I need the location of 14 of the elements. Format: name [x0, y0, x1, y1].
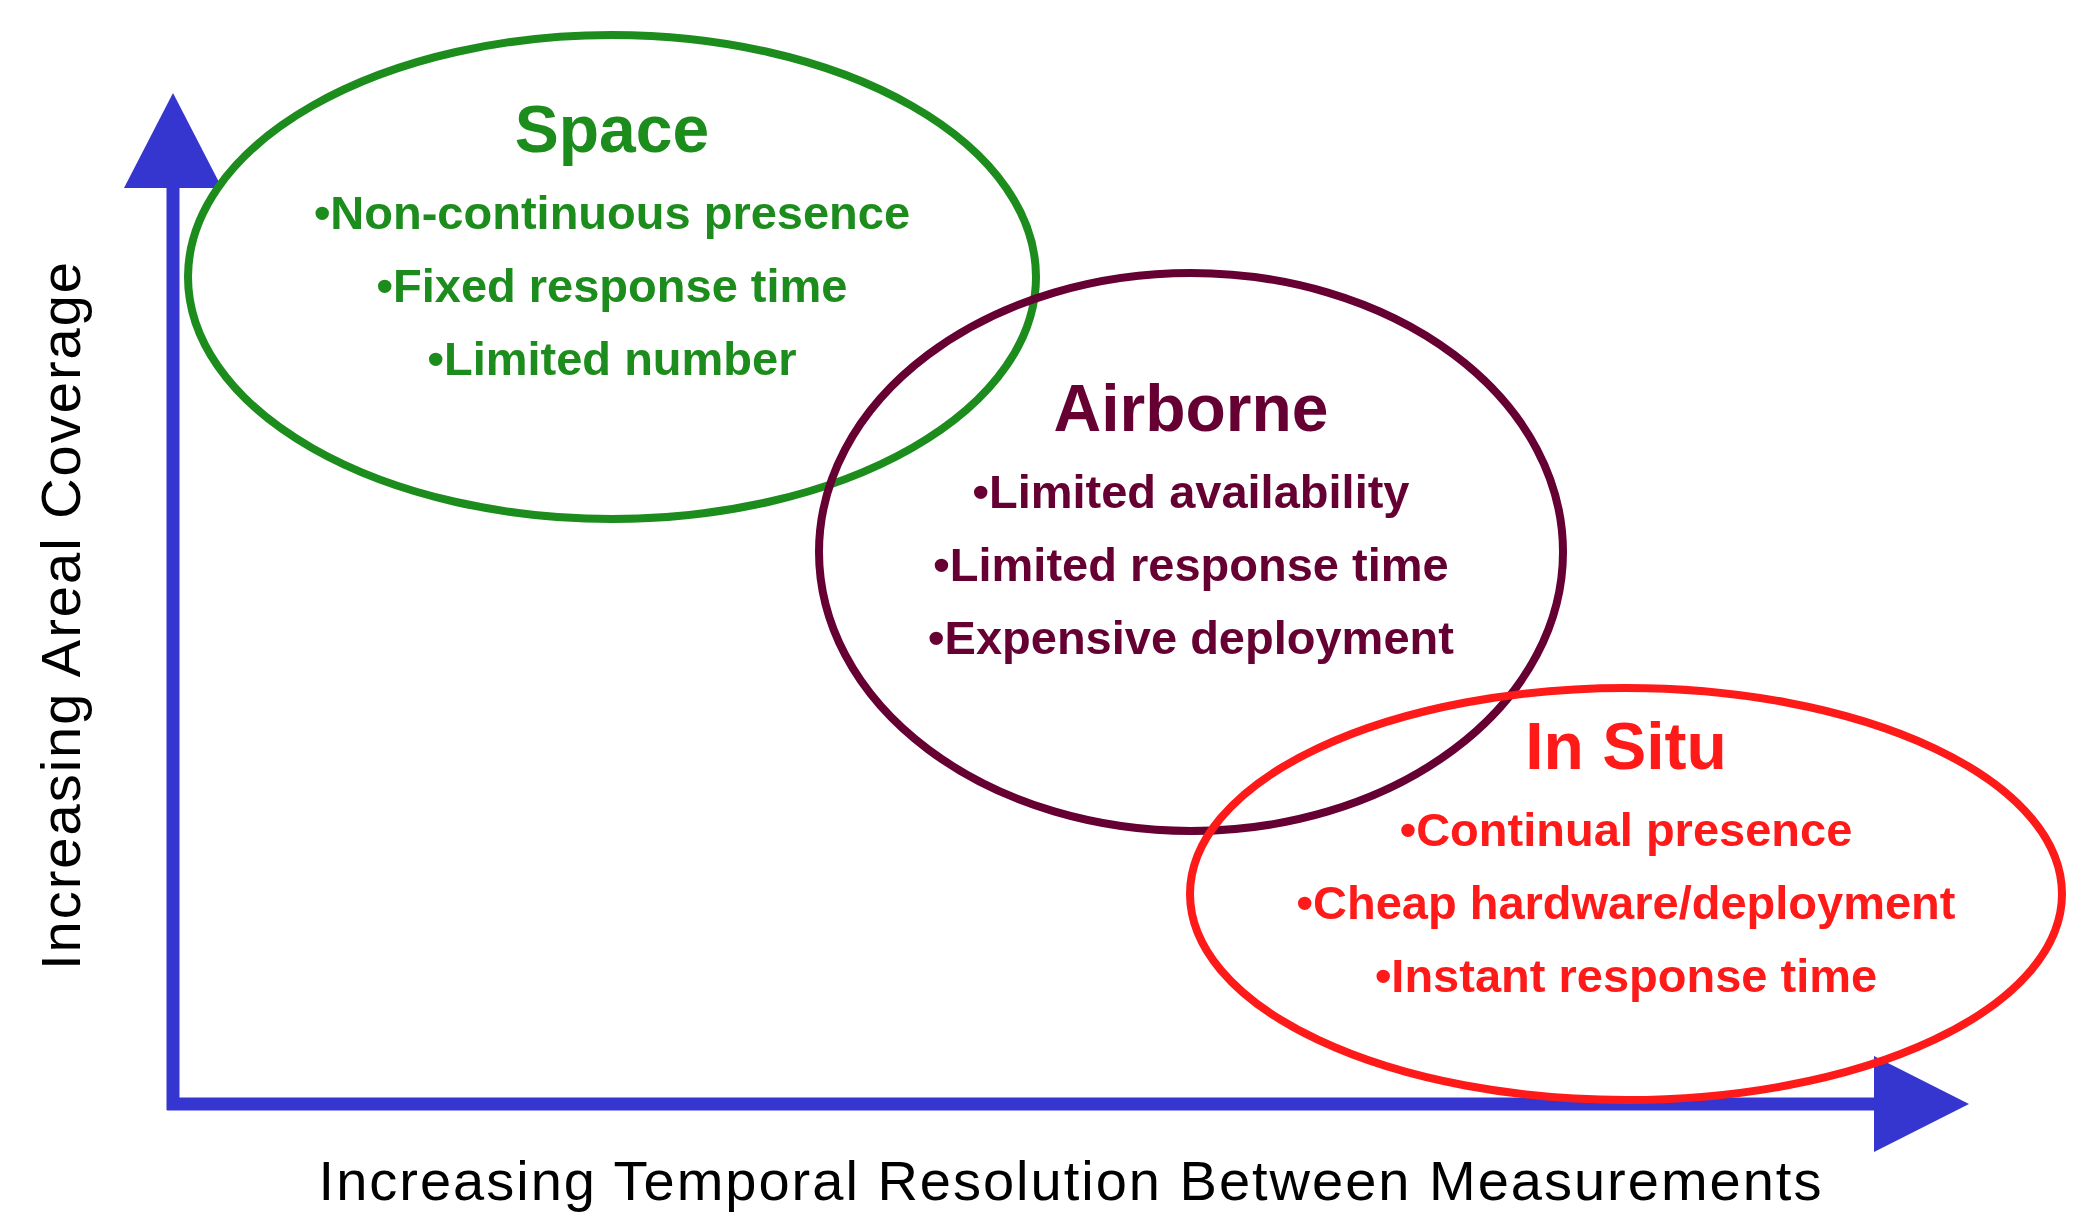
bullet-item: •Fixed response time: [376, 258, 848, 314]
bullet-item: •Expensive deployment: [928, 610, 1454, 666]
category-title: Airborne: [1053, 372, 1329, 444]
bullet-item: •Continual presence: [1399, 802, 1853, 858]
bullet-item: •Limited availability: [972, 464, 1410, 520]
bullet-item: •Limited number: [427, 331, 797, 387]
bullet-item: •Non-continuous presence: [313, 185, 911, 241]
category-title: In Situ: [1525, 710, 1727, 782]
bullet-item: •Instant response time: [1374, 948, 1878, 1004]
bullet-item: •Cheap hardware/deployment: [1296, 875, 1956, 931]
y-axis-title: Increasing Areal Coverage: [27, 260, 93, 970]
bullet-item: •Limited response time: [933, 537, 1449, 593]
x-axis-title: Increasing Temporal Resolution Between Measurements: [318, 1147, 1824, 1213]
category-title: Space: [514, 93, 710, 165]
